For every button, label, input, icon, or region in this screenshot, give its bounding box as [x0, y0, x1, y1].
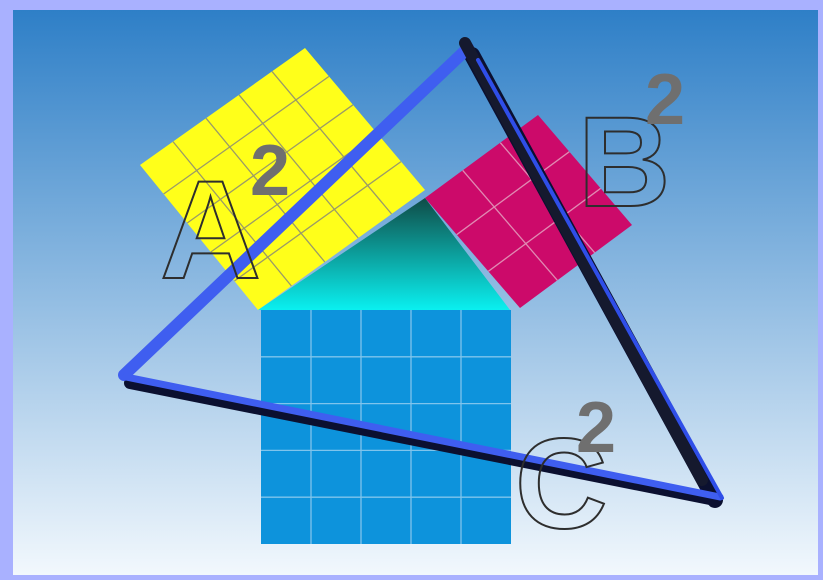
label-b-letter: B	[578, 91, 670, 234]
square-b-grid-line	[487, 187, 602, 272]
label-b-letter-inner: B	[578, 91, 670, 234]
square-b-grid-line	[456, 151, 570, 236]
square-a-grid-line	[172, 141, 292, 287]
square-a-grid-line	[234, 161, 402, 282]
label-b-exponent: 2	[645, 60, 685, 140]
label-c-letter: C	[515, 413, 607, 556]
label-a-letter-inner: A	[160, 151, 261, 308]
label-c-squared: C C 2	[514, 388, 616, 557]
square-a-grid-line	[205, 117, 326, 263]
square-a-grid-line	[238, 94, 359, 239]
label-c-letter-inner: C	[515, 413, 607, 556]
inner-right-triangle	[258, 198, 510, 310]
label-a-exponent: 2	[250, 131, 290, 211]
triangle-frame	[118, 37, 724, 508]
square-a-grid-line	[186, 104, 354, 224]
label-c-exponent: 2	[576, 388, 616, 468]
label-a-squared: A A 2	[159, 131, 290, 309]
label-a-letter: A	[160, 151, 261, 308]
label-b-squared: B B 2	[577, 60, 685, 235]
square-a-grid-line	[271, 70, 393, 215]
square-b-grid-line	[462, 169, 558, 281]
square-a-grid-line	[163, 75, 330, 195]
